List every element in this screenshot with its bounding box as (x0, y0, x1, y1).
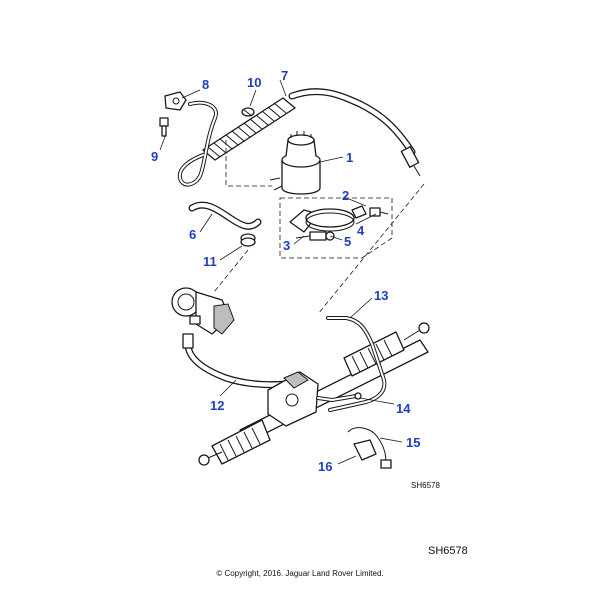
callout-14: 14 (396, 401, 411, 416)
steering-rack (198, 322, 430, 466)
part-6-hose (188, 201, 262, 230)
callout-16: 16 (318, 459, 332, 474)
part-3-5-fasteners (295, 231, 335, 241)
callout-3: 3 (283, 238, 290, 253)
bracket-group-outline (279, 197, 393, 259)
part-10-hose-clip (241, 107, 255, 117)
callout-15: 15 (406, 435, 420, 450)
callout-12: 12 (210, 398, 224, 413)
callout-4: 4 (357, 223, 365, 238)
part-11-clip (240, 233, 256, 247)
part-13-feed-pipe (326, 316, 387, 412)
part-15-sensor-lead (347, 427, 392, 469)
callout-13: 13 (374, 288, 388, 303)
callout-5: 5 (344, 234, 351, 249)
assembly-dashed-lines (213, 140, 425, 315)
part-14-return-pipe (316, 392, 362, 402)
part-12-pressure-hose (182, 333, 304, 389)
callout-1: 1 (346, 150, 353, 165)
callout-7: 7 (281, 68, 288, 83)
callout-10: 10 (247, 75, 261, 90)
callout-numbers: 1 2 3 4 5 6 7 8 9 10 11 12 13 14 15 16 (151, 68, 420, 474)
callout-8: 8 (202, 77, 209, 92)
leader-lines (159, 79, 403, 465)
steering-pump (171, 287, 235, 335)
part-8-clip (164, 91, 187, 111)
part-9-bolt (159, 117, 169, 137)
callout-6: 6 (189, 227, 196, 242)
sheet-code: SH6578 (428, 545, 468, 557)
diagram-code: SH6578 (411, 481, 440, 490)
callout-11: 11 (203, 254, 217, 269)
callout-2: 2 (342, 188, 349, 203)
part-16-sensor (353, 439, 377, 461)
part-1-reservoir (269, 131, 321, 195)
copyright-text: © Copyright, 2016. Jaguar Land Rover Lim… (216, 569, 384, 578)
callout-9: 9 (151, 149, 158, 164)
part-2-bracket-clamp (289, 205, 367, 233)
part-4-bolt (369, 207, 389, 217)
